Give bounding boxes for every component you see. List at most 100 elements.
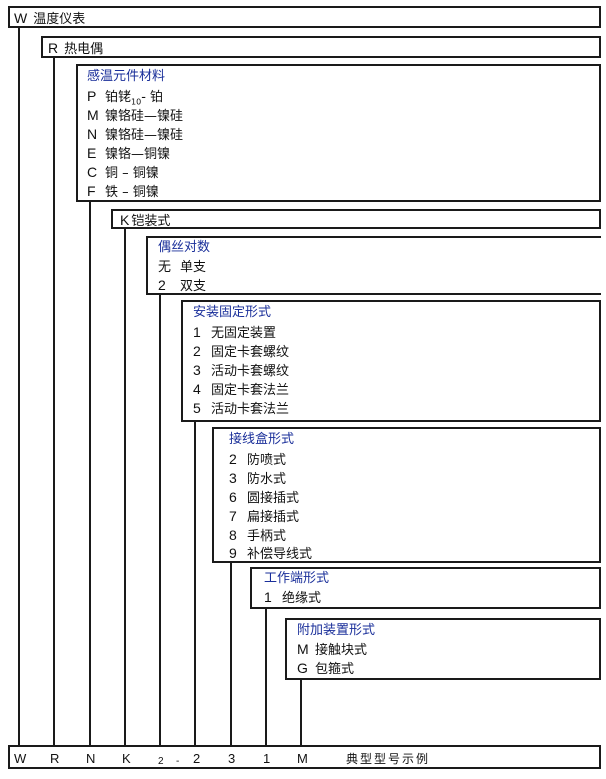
material-item-code: C (87, 164, 98, 180)
level-r-code: R (48, 40, 59, 56)
junction-item-label: 防喷式 (247, 453, 287, 468)
material-item-label: 镍铬—铜镍 (105, 147, 171, 162)
level-w-code: W (14, 10, 28, 26)
mount-item-2: 2 固定卡套螺纹 (193, 343, 289, 361)
connector-line-mount (194, 421, 196, 745)
mount-title: 安装固定形式 (193, 305, 272, 320)
junction-item-2: 2 防喷式 (229, 451, 286, 469)
material-item-m: M 镍铬硅—镍硅 (87, 107, 183, 125)
junction-item-code: 6 (229, 489, 237, 505)
junction-item-code: 2 (229, 451, 237, 467)
example-code-w: W (14, 751, 27, 766)
example-code-dash: - (176, 756, 180, 767)
material-item-code: M (87, 107, 99, 123)
junction-item-code: 7 (229, 508, 237, 524)
junction-item-9: 9 补偿导线式 (229, 545, 312, 563)
connector-line-r (53, 54, 55, 745)
material-box: 感温元件材料 P 铂铑10- 铂 M 镍铬硅—镍硅 N 镍铬硅—镍硅 E 镍铬—铜镍 C… (76, 64, 601, 202)
material-item-sub: 10 (131, 97, 142, 107)
armored-title: 铠装式 (131, 214, 171, 229)
connector-line-k (124, 228, 126, 745)
material-item-code: N (87, 126, 98, 142)
connector-line-pairs (159, 294, 161, 745)
material-item-pre: 铂铑 (105, 90, 132, 105)
example-code-accessory: M (297, 751, 308, 766)
level-w-title: 温度仪表 (33, 12, 86, 27)
mount-item-code: 3 (193, 362, 201, 378)
material-item-label: 镍铬硅—镍硅 (105, 109, 184, 124)
material-item-post: - 铂 (141, 90, 164, 105)
junction-item-label: 补偿导线式 (247, 547, 313, 562)
mount-item-1: 1 无固定装置 (193, 324, 276, 342)
pairs-item-double: 2 双支 (158, 277, 206, 295)
pairs-item-label: 双支 (180, 279, 207, 294)
mount-item-code: 2 (193, 343, 201, 359)
working-end-item-1: 1 绝缘式 (264, 589, 321, 607)
junction-item-code: 9 (229, 545, 237, 561)
level-r-box: R 热电偶 (41, 36, 601, 58)
mount-item-code: 5 (193, 400, 201, 416)
connector-line-extra (300, 679, 302, 745)
material-item-n: N 镍铬硅—镍硅 (87, 126, 183, 144)
mount-item-label: 无固定装置 (211, 326, 277, 341)
mount-item-5: 5 活动卡套法兰 (193, 400, 289, 418)
junction-item-8: 8 手柄式 (229, 527, 286, 545)
armored-code: K (120, 212, 130, 228)
material-item-label: 镍铬硅—镍硅 (105, 128, 184, 143)
junction-item-3: 3 防水式 (229, 470, 286, 488)
material-item-e: E 镍铬—铜镍 (87, 145, 170, 163)
accessory-title: 附加装置形式 (297, 623, 376, 638)
accessory-item-g: G 包箍式 (297, 660, 354, 678)
junction-box: 接线盒形式 2 防喷式 3 防水式 6 圆接插式 7 扁接插式 8 手柄式 9 补偿导线式 (212, 427, 601, 563)
accessory-item-code: G (297, 660, 308, 676)
example-code-mount: 2 (193, 751, 201, 766)
pairs-box: 偶丝对数 无单支 2 双支 (146, 236, 601, 295)
material-title: 感温元件材料 (87, 69, 166, 84)
working-end-title: 工作端形式 (264, 571, 330, 586)
material-item-code: E (87, 145, 97, 161)
junction-item-7: 7 扁接插式 (229, 508, 299, 526)
level-r-title: 热电偶 (64, 42, 104, 57)
connector-line-n (89, 200, 91, 745)
mount-item-label: 活动卡套法兰 (211, 402, 290, 417)
example-code-pairs: 2 (158, 756, 164, 767)
pairs-item-single: 无单支 (158, 259, 206, 276)
example-row: W R N K 2 - 2 3 1 M 典型型号示例 (8, 745, 601, 769)
working-end-item-code: 1 (264, 589, 272, 605)
pairs-item-label: 单支 (180, 260, 207, 275)
junction-item-6: 6 圆接插式 (229, 489, 299, 507)
connector-line-end (265, 608, 267, 745)
junction-item-label: 圆接插式 (247, 491, 300, 506)
example-code-n: N (86, 751, 96, 766)
accessory-item-label: 包箍式 (315, 662, 355, 677)
material-item-label: 铁 – 铜镍 (105, 185, 159, 200)
junction-item-label: 扁接插式 (247, 510, 300, 525)
working-end-item-label: 绝缘式 (282, 591, 322, 606)
pairs-item-code: 2 (158, 277, 166, 293)
mount-item-label: 固定卡套螺纹 (211, 345, 290, 360)
example-code-end: 1 (263, 751, 271, 766)
example-label: 典型型号示例 (346, 752, 431, 766)
connector-line-box (230, 562, 232, 745)
junction-item-label: 防水式 (247, 472, 287, 487)
connector-line-w (18, 22, 20, 745)
pairs-title: 偶丝对数 (158, 240, 211, 255)
junction-item-code: 8 (229, 527, 237, 543)
example-code-junction: 3 (228, 751, 236, 766)
material-item-code: P (87, 88, 97, 104)
junction-item-code: 3 (229, 470, 237, 486)
mount-item-code: 1 (193, 324, 201, 340)
material-item-p: P 铂铑10- 铂 (87, 88, 163, 111)
level-w-box: W 温度仪表 (8, 6, 601, 28)
junction-item-label: 手柄式 (247, 529, 287, 544)
junction-title: 接线盒形式 (229, 432, 295, 447)
example-code-k: K (122, 751, 131, 766)
mount-item-label: 活动卡套螺纹 (211, 364, 290, 379)
accessory-item-label: 接触块式 (315, 643, 368, 658)
